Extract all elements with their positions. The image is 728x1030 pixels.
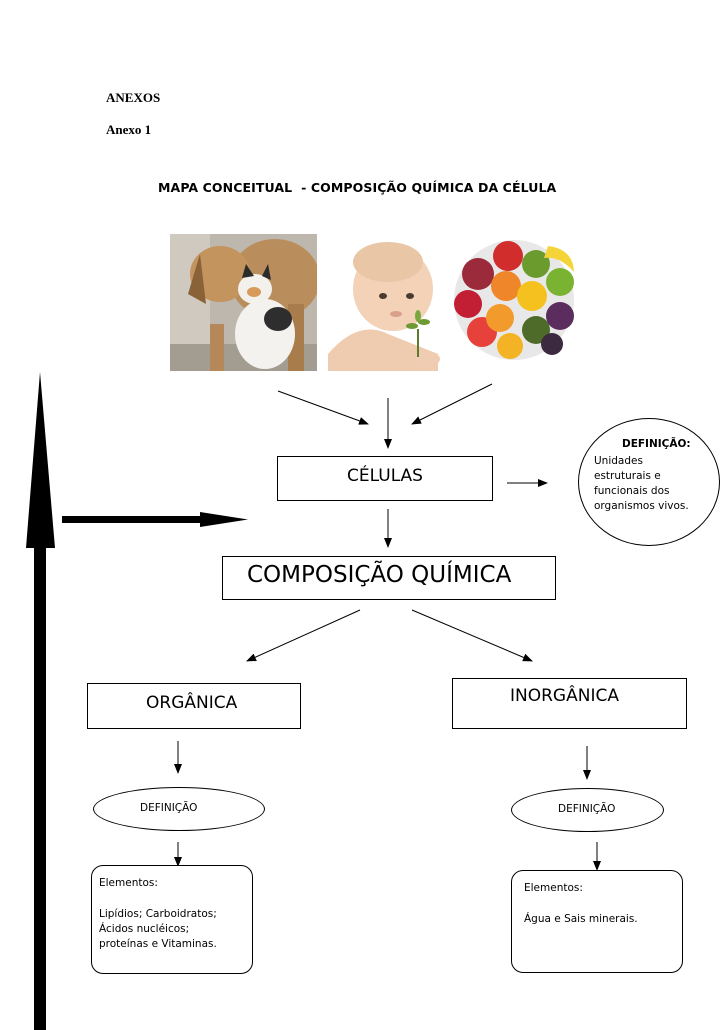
- organic-element-line: Ácidos nucléicos;: [99, 923, 190, 935]
- organic-element-line: proteínas e Vitaminas.: [99, 938, 217, 950]
- inorganic-elements-box: Elementos: Água e Sais minerais.: [511, 870, 683, 973]
- organic-node: ORGÂNICA: [87, 683, 301, 729]
- organic-elements-box: Elementos: Lipídios; Carboidratos; Ácido…: [91, 865, 253, 974]
- cell-definition-text: Unidades estruturais e funcionais dos or…: [594, 454, 689, 514]
- annex-number: Anexo 1: [106, 122, 152, 137]
- cell-definition-heading: DEFINIÇÃO:: [622, 438, 691, 450]
- page-title: MAPA CONCEITUAL - COMPOSIÇÃO QUÍMICA DA …: [158, 180, 557, 195]
- annexes-heading: ANEXOS: [106, 90, 161, 105]
- organic-definition-ellipse: DEFINIÇÃO: [93, 787, 265, 831]
- cell-definition-line: funcionais dos: [594, 485, 670, 497]
- cell-definition-line: estruturais e: [594, 470, 661, 482]
- dog-and-cat-photo: [170, 234, 317, 371]
- inorganic-definition-label: DEFINIÇÃO: [558, 803, 616, 815]
- cell-definition-line: organismos vivos.: [594, 500, 689, 512]
- organic-elements-heading: Elementos:: [99, 877, 158, 889]
- baby-with-plant-photo: [318, 234, 446, 371]
- cell-definition-line: Unidades: [594, 455, 643, 467]
- organic-element-line: Lipídios; Carboidratos;: [99, 908, 217, 920]
- composition-node: COMPOSIÇÃO QUÍMICA: [222, 556, 556, 600]
- composition-label: COMPOSIÇÃO QUÍMICA: [247, 562, 512, 588]
- fruits-and-vegetables-photo: [448, 234, 580, 366]
- inorganic-definition-ellipse: DEFINIÇÃO: [511, 788, 664, 832]
- cells-node: CÉLULAS: [277, 456, 493, 501]
- cell-definition-ellipse: DEFINIÇÃO: Unidades estruturais e funcio…: [578, 418, 720, 546]
- inorganic-element-line: Água e Sais minerais.: [524, 913, 638, 925]
- inorganic-elements-heading: Elementos:: [524, 882, 583, 894]
- inorganic-elements-list: Água e Sais minerais.: [524, 912, 638, 927]
- organic-definition-label: DEFINIÇÃO: [140, 802, 198, 814]
- inorganic-label: INORGÂNICA: [510, 686, 619, 706]
- organic-label: ORGÂNICA: [146, 693, 238, 713]
- organic-elements-list: Lipídios; Carboidratos; Ácidos nucléicos…: [99, 907, 217, 952]
- cells-label: CÉLULAS: [347, 466, 423, 486]
- inorganic-node: INORGÂNICA: [452, 678, 687, 729]
